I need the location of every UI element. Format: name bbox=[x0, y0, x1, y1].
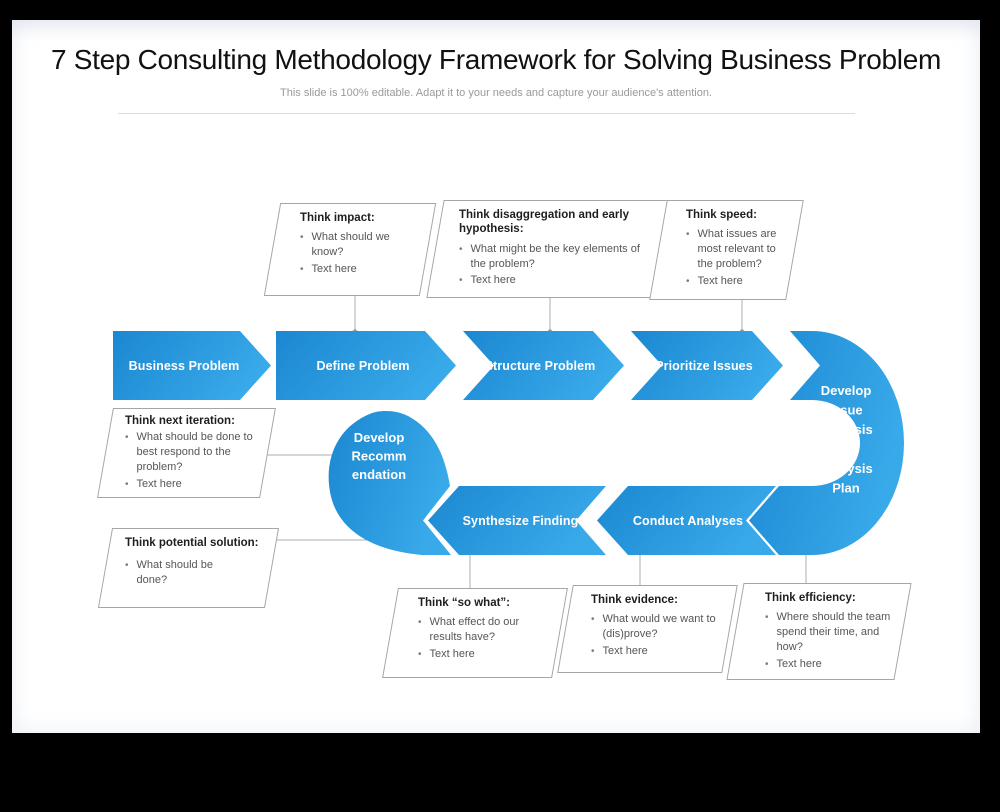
callout-bullet: What might be the key elements of the pr… bbox=[470, 242, 640, 270]
bullet-icon: • bbox=[765, 658, 769, 670]
callout-bullets: • Where should the team spend their time,… bbox=[765, 610, 893, 672]
arrow-label-define-problem: Define Problem bbox=[316, 359, 409, 373]
callout-think-impact: Think impact: • What should we know? • Tex… bbox=[263, 203, 437, 296]
bullet-icon: • bbox=[765, 612, 769, 624]
bullet-icon: • bbox=[125, 432, 129, 444]
callout-bullets: • What should be done to best respond to … bbox=[125, 430, 260, 492]
callout-think-next-iteration: Think next iteration: • What should be do… bbox=[97, 408, 276, 498]
callout-title: Think next iteration: bbox=[125, 415, 235, 427]
arrow-business-problem bbox=[113, 331, 271, 400]
callout-bullet: Text here bbox=[311, 263, 357, 276]
bullet-icon: • bbox=[125, 560, 129, 572]
flow-diagram: Business Problem Define Problem Structur… bbox=[113, 296, 904, 588]
callout-bullet: What should be done to best respond to t… bbox=[136, 431, 253, 474]
bullet-icon: • bbox=[591, 614, 595, 626]
callout-title: Think disaggregation and early hypothesi… bbox=[459, 209, 629, 236]
callout-bullet: What should we know? bbox=[311, 231, 390, 259]
bullet-icon: • bbox=[591, 646, 595, 658]
callout-bullet: Text here bbox=[429, 648, 475, 661]
callout-title: Think efficiency: bbox=[765, 592, 856, 604]
callout-bullets: • What might be the key elements of the p… bbox=[459, 242, 647, 289]
callout-bullets: • What would we want to (dis)prove? • Text… bbox=[591, 612, 722, 659]
callout-title: Think potential solution: bbox=[125, 537, 259, 549]
callout-think-disaggregation: Think disaggregation and early hypothesi… bbox=[426, 200, 674, 298]
callout-think-speed: Think speed: • What issues are most relev… bbox=[649, 200, 804, 300]
bullet-icon: • bbox=[459, 275, 463, 287]
callout-bullet: Text here bbox=[776, 657, 822, 670]
bullet-icon: • bbox=[300, 264, 304, 276]
bullet-icon: • bbox=[459, 243, 463, 255]
callout-think-efficiency: Think efficiency: • Where should the team… bbox=[726, 583, 912, 680]
callout-think-so-what: Think “so what”: • What effect do our res… bbox=[382, 588, 568, 678]
callout-bullets: • What effect do our results have? • Text … bbox=[418, 615, 550, 662]
callout-title: Think evidence: bbox=[591, 594, 678, 606]
bullet-icon: • bbox=[125, 478, 129, 490]
callout-bullet: Text here bbox=[470, 274, 516, 287]
callout-bullet: Text here bbox=[602, 645, 648, 658]
arrow-develop-recommendation bbox=[328, 411, 451, 555]
arrow-structure-problem bbox=[463, 331, 624, 400]
arrow-develop-issue-analysis bbox=[749, 331, 904, 555]
bullet-icon: • bbox=[418, 617, 422, 629]
arrow-define-problem bbox=[276, 331, 456, 400]
arrow-conduct-analyses bbox=[597, 486, 776, 555]
callout-bullet: Where should the team spend their time, … bbox=[776, 611, 891, 654]
callout-title: Think impact: bbox=[300, 212, 375, 224]
title-divider bbox=[118, 113, 855, 114]
arrow-label-business-problem: Business Problem bbox=[129, 359, 240, 373]
callout-bullet: What would we want to (dis)prove? bbox=[602, 613, 716, 641]
page-title: 7 Step Consulting Methodology Framework … bbox=[50, 44, 942, 75]
callout-title: Think speed: bbox=[686, 209, 757, 221]
callout-bullets: • What should be done? bbox=[125, 558, 264, 588]
slide-canvas: 7 Step Consulting Methodology Framework … bbox=[12, 20, 980, 733]
bullet-icon: • bbox=[300, 232, 304, 244]
bullet-icon: • bbox=[686, 275, 690, 287]
arrow-label-conduct-analyses: Conduct Analyses bbox=[633, 514, 743, 528]
arrow-label-prioritize-issues: Prioritize Issues bbox=[655, 359, 753, 373]
callout-think-evidence: Think evidence: • What would we want to (… bbox=[557, 585, 738, 673]
callout-bullet: What issues are most relevant to the pro… bbox=[697, 228, 777, 271]
callout-bullets: • What should we know? • Text here bbox=[300, 230, 414, 277]
bullet-icon: • bbox=[686, 229, 690, 241]
callout-bullets: • What issues are most relevant to the pr… bbox=[686, 227, 789, 289]
callout-bullet: What effect do our results have? bbox=[429, 616, 520, 644]
callout-title: Think “so what”: bbox=[418, 597, 510, 609]
callout-bullet: Text here bbox=[136, 477, 182, 490]
callout-think-potential-solution: Think potential solution: • What should b… bbox=[97, 528, 280, 608]
callout-bullet: Text here bbox=[697, 274, 743, 287]
arrow-label-synthesize-findings: Synthesize Findings bbox=[463, 514, 586, 528]
page-subtitle: This slide is 100% editable. Adapt it to… bbox=[280, 87, 712, 99]
bullet-icon: • bbox=[418, 649, 422, 661]
arrow-label-structure-problem: Structure Problem bbox=[485, 359, 596, 373]
arrow-prioritize-issues bbox=[631, 331, 783, 400]
callout-bullet: What should be done? bbox=[136, 559, 213, 587]
arrow-synthesize-findings bbox=[428, 486, 606, 555]
